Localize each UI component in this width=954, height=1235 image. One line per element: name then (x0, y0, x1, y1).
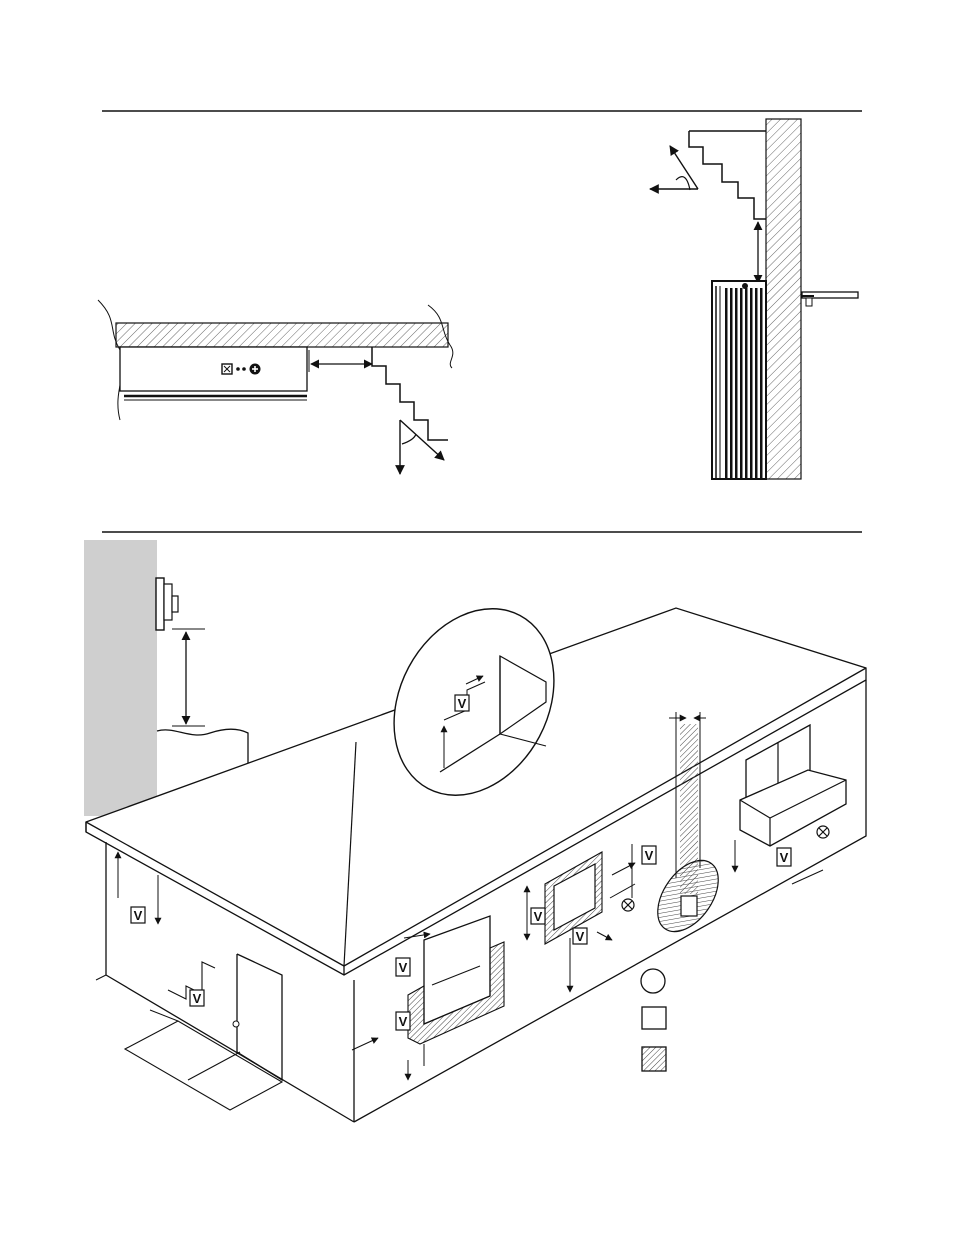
valve-letter: V (576, 929, 585, 944)
valve-letter: V (193, 991, 202, 1006)
valve-marker-icon: V (455, 695, 469, 711)
valve-marker-icon: V (396, 1012, 410, 1030)
valve-marker-icon: V (190, 990, 204, 1006)
valve-letter: V (780, 850, 789, 865)
house-door (237, 954, 282, 1080)
valve-marker-icon: V (642, 846, 656, 864)
excluded-x-icon (622, 899, 634, 911)
door-knob (233, 1021, 239, 1027)
valve-marker-icon: V (573, 928, 587, 944)
inset-wall-vent (156, 578, 178, 630)
fig-top-right (650, 119, 858, 479)
valve-letter: V (399, 960, 408, 975)
legend-hatched-square-icon (642, 1047, 666, 1071)
angle-arc-right (676, 177, 690, 190)
stair-profile (372, 347, 448, 440)
valve-letter: V (399, 1014, 408, 1029)
wall-bracket (802, 292, 858, 306)
legend-circle-icon (641, 969, 665, 993)
legend-square-icon (642, 1007, 666, 1029)
angle-arc (402, 434, 416, 444)
valve-marker-icon: V (396, 958, 410, 976)
fig-top-left (98, 300, 453, 474)
valve-marker-icon: V (531, 908, 545, 924)
legend (641, 969, 666, 1071)
unit-housing (120, 347, 307, 391)
valve-marker-icon: V (131, 907, 145, 923)
wall-section (766, 119, 801, 479)
stair-profile-right (689, 131, 766, 219)
fig-bottom-house: V V V V V V V V (84, 540, 866, 1122)
valve-marker-icon: V (777, 848, 791, 866)
gray-inset-panel (84, 540, 157, 816)
arrow-diagonal-up (670, 146, 698, 189)
break-line-left (98, 300, 123, 420)
valve-letter: V (134, 908, 143, 923)
valve-letter: V (645, 848, 654, 863)
excluded-x-icon (817, 826, 829, 838)
valve-letter: V (458, 696, 467, 711)
valve-letter: V (534, 909, 543, 924)
ceiling-slab (116, 323, 448, 347)
